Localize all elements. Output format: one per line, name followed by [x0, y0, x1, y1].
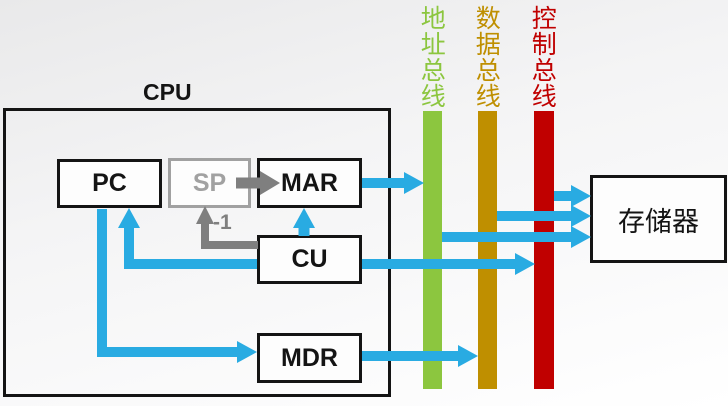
- control-bus-label: 控制总线: [528, 5, 557, 109]
- data-bus-label: 数据总线: [472, 5, 501, 109]
- arrow-decrement-to-sp: [196, 206, 258, 249]
- data-bus-bar: [478, 111, 497, 389]
- cpu-frame: [3, 108, 391, 397]
- arrow-data-bus-to-memory: [497, 205, 591, 227]
- sp-decrement-label: -1: [213, 211, 232, 234]
- arrow-mdr-to-data-bus: [362, 345, 478, 367]
- arrow-sp-to-mar: [236, 171, 280, 195]
- mdr-register-label: MDR: [281, 343, 338, 372]
- arrow-cu-to-pc: [118, 208, 140, 269]
- arrow-cu-to-mar: [293, 208, 315, 236]
- control-bus-bar: [534, 111, 554, 389]
- cu-register-box: CU: [257, 235, 362, 284]
- sp-register-label: SP: [192, 168, 227, 197]
- memory-box: 存储器: [590, 175, 727, 263]
- address-bus-label: 地址总线: [417, 5, 446, 109]
- memory-label: 存储器: [618, 206, 699, 237]
- pc-register-label: PC: [92, 169, 127, 197]
- mdr-register-box: MDR: [257, 333, 362, 383]
- cu-register-label: CU: [291, 245, 328, 273]
- address-bus-bar: [423, 111, 442, 389]
- mar-register-label: MAR: [281, 168, 338, 197]
- arrow-mar-to-address-bus: [362, 172, 424, 194]
- cpu-title: CPU: [143, 79, 192, 105]
- arrow-pc-to-mdr: [97, 209, 257, 363]
- pc-register-box: PC: [57, 159, 162, 208]
- arrow-control-bus-to-memory: [554, 185, 591, 207]
- arrow-address-bus-to-memory: [442, 226, 591, 248]
